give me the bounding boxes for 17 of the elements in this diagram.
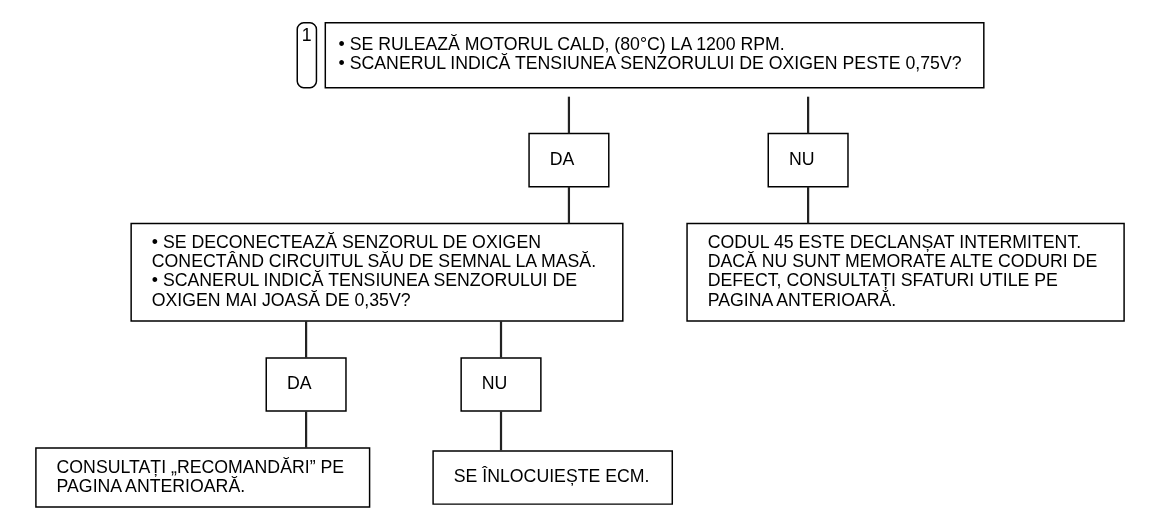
connector [305, 321, 308, 358]
node-box: DA [528, 132, 610, 188]
connector [567, 96, 571, 134]
node-box: CONSULTAȚI „RECOMANDĂRI” PE PAGINA ANTERIOARĂ. [35, 447, 371, 508]
node-label: 1 [301, 25, 312, 46]
node-box: • SE DECONECTEAZĂ SENZORUL DE OXIGEN CONECTÂND CIRCUITUL SĂU DE SEMNAL LA MASĂ. • SCANERUL INDICĂ TENSIUNEA SENZORULUI DE OXIGEN MAI JOASĂ DE 0,35V? [130, 222, 624, 322]
connector [499, 321, 503, 358]
connector [499, 411, 503, 451]
connector [305, 411, 308, 448]
node-box: DA [265, 357, 347, 412]
node-box: NU [767, 132, 849, 188]
node-box: NU [460, 357, 542, 412]
connector [807, 186, 810, 224]
connector [567, 186, 571, 224]
node-box: CODUL 45 ESTE DECLANȘAT INTERMITENT. DACĂ NU SUNT MEMORATE ALTE CODURI DE DEFECT, CONSULTAȚI SFATURI UTILE PE PAGINA ANTERIOARĂ. [686, 222, 1125, 322]
node-box: SE ÎNLOCUIEȘTE ECM. [432, 450, 673, 505]
connector [807, 96, 810, 134]
